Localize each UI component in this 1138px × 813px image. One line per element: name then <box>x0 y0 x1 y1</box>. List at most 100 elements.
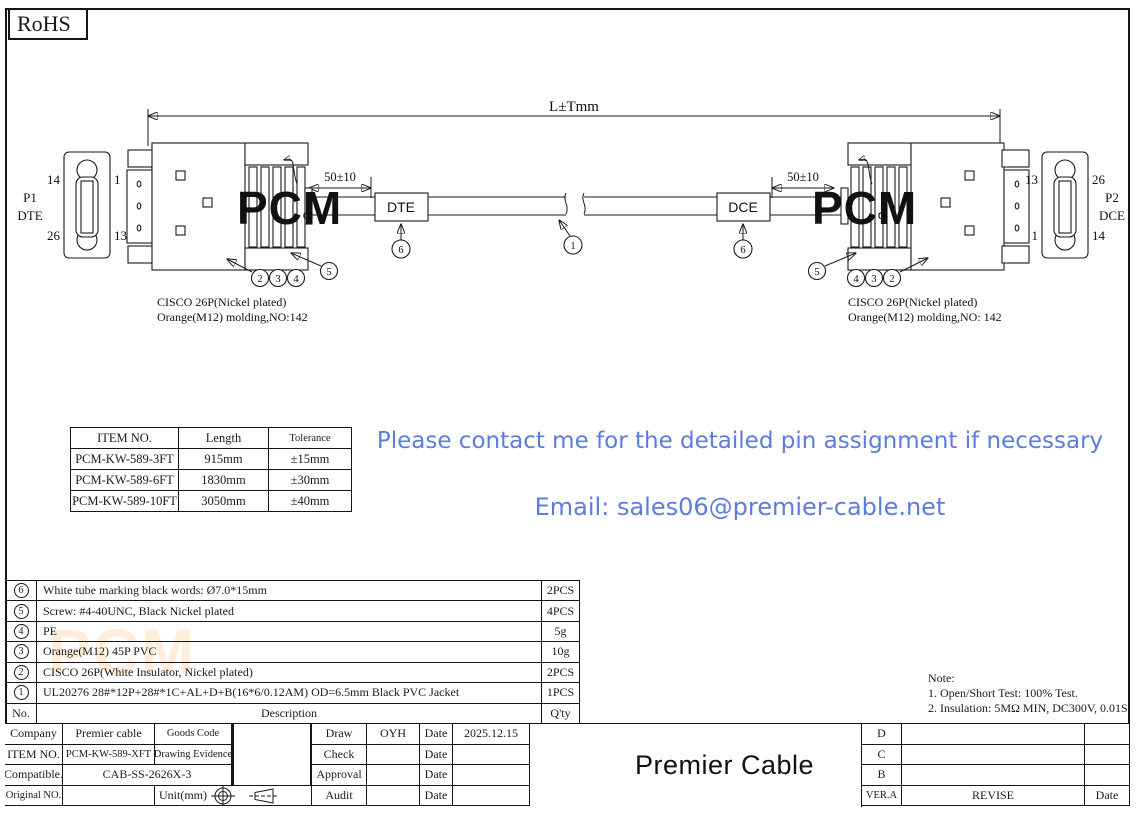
bom-footer-qty: Q'ty <box>542 703 580 724</box>
right-offset-dimension: 50±10 <box>771 170 834 198</box>
p1-pin-1: 1 <box>114 172 121 187</box>
draw-date-value: 2025.12.15 <box>453 724 530 745</box>
p2-connector: 13 26 1 14 P2 DCE <box>840 142 1125 271</box>
p1-type: DTE <box>17 208 42 223</box>
bom-description: Orange(M12) 45P PVC <box>37 642 542 663</box>
check-label: Check <box>312 744 367 766</box>
item-no-label: ITEM NO. <box>5 744 63 766</box>
col-header-length: Length <box>179 428 269 449</box>
date-label: Date <box>420 785 453 807</box>
pcm-logo-text-left: PCM <box>237 182 342 234</box>
length-cell: 1830mm <box>179 470 269 491</box>
p1-connector-note-2: Orange(M12) molding,NO:142 <box>157 310 308 324</box>
bom-no-badge: 1 <box>6 683 37 704</box>
bom-description: Screw: #4-40UNC, Black Nickel plated <box>37 601 542 622</box>
bom-qty: 5g <box>542 621 580 643</box>
p2-boot-bottom <box>847 247 912 271</box>
check-value <box>367 744 420 766</box>
company-label: Company <box>5 724 63 745</box>
col-header-item-no: ITEM NO. <box>71 428 179 449</box>
p1-boot-bottom <box>244 247 309 271</box>
p2-connector-note-2: Orange(M12) molding,NO: 142 <box>848 310 1002 324</box>
pcm-watermark: PCM <box>48 616 197 688</box>
date-label: Date <box>420 724 453 745</box>
pcm-logo-left: PCM 06 <box>237 159 342 234</box>
length-options-table: ITEM NO. Length Tolerance PCM-KW-589-3FT… <box>70 427 352 512</box>
bom-qty: 2PCS <box>542 581 580 602</box>
overall-length-dimension: L±Tmm <box>147 99 1001 146</box>
revision-row-date <box>1085 744 1130 766</box>
bom-description: White tube marking black words: Ø7.0*15m… <box>37 581 542 602</box>
contact-email: Email: sales06@premier-cable.net <box>534 493 946 521</box>
overall-length-text: L±Tmm <box>549 99 599 115</box>
callout-5-right: 5 <box>814 267 819 278</box>
revision-date-label: Date <box>1085 785 1130 807</box>
audit-date-value <box>453 785 530 807</box>
p2-pin-26: 26 <box>1092 172 1106 187</box>
revision-row-label: C <box>862 744 902 766</box>
bom-qty: 1PCS <box>542 683 580 704</box>
bom-description: CISCO 26P(White Insulator, Nickel plated… <box>37 662 542 684</box>
revision-row-label: B <box>862 765 902 786</box>
bom-no-badge: 3 <box>6 642 37 663</box>
pcm-logo-right: PCM 06 <box>812 159 916 234</box>
bom-qty: 2PCS <box>542 662 580 684</box>
bom-description: UL20276 28#*12P+28#*1C+AL+D+B(16*6/0.12A… <box>37 683 542 704</box>
audit-label: Audit <box>312 785 367 807</box>
item-no-value: PCM-KW-589-XFT <box>63 744 155 766</box>
p2-boot-top <box>847 142 912 166</box>
note-line-1: 1. Open/Short Test: 100% Test. <box>928 686 1078 700</box>
goods-code-value <box>232 724 312 786</box>
callout-6-left: 6 <box>398 245 403 256</box>
p2-molded-body <box>910 142 1005 271</box>
bom-footer-description: Description <box>37 703 542 724</box>
p2-pin-13: 13 <box>1025 172 1038 187</box>
dce-marker-tube: DCE 6 <box>716 192 771 259</box>
p1-pin-26: 26 <box>47 228 61 243</box>
p2-type: DCE <box>1099 208 1125 223</box>
p2-connector-note-1: CISCO 26P(Nickel plated) <box>848 295 977 309</box>
date-label: Date <box>420 744 453 766</box>
callout-1: 1 <box>570 241 575 252</box>
revision-ver: VER.A <box>862 785 902 807</box>
revision-row-date <box>1085 724 1130 745</box>
callout-4-right: 4 <box>853 274 859 285</box>
bom-qty: 10g <box>542 642 580 663</box>
test-notes: Note: 1. Open/Short Test: 100% Test. 2. … <box>928 671 1131 716</box>
revision-revise-label: REVISE <box>902 785 1085 807</box>
left-offset-text: 50±10 <box>324 170 356 184</box>
callout-5-left: 5 <box>326 267 331 278</box>
approval-label: Approval <box>312 765 367 786</box>
p1-connector-note-1: CISCO 26P(Nickel plated) <box>157 295 286 309</box>
pcm-logo-sub-left: 06 <box>303 211 313 221</box>
dte-label: DTE <box>387 199 415 215</box>
bom-no-badge: 4 <box>6 621 37 643</box>
dce-label: DCE <box>728 199 758 215</box>
item-no-cell: PCM-KW-589-3FT <box>71 449 179 470</box>
revision-row-label: D <box>862 724 902 745</box>
cable-drawing: L±Tmm 50±10 50±10 14 1 <box>17 99 1125 324</box>
callout-6-right: 6 <box>740 245 745 256</box>
original-no-value <box>63 785 155 807</box>
note-title: Note: <box>928 671 955 685</box>
contact-message: Please contact me for the detailed pin a… <box>376 428 1104 454</box>
p1-pin-13: 13 <box>114 228 127 243</box>
length-cell: 3050mm <box>179 491 269 512</box>
draw-value: OYH <box>367 724 420 745</box>
bom-footer-no: No. <box>6 703 37 724</box>
item-no-cell: PCM-KW-589-10FT <box>71 491 179 512</box>
approval-value <box>367 765 420 786</box>
title-block: Company Premier cable Goods Code Draw OY… <box>5 723 1130 807</box>
audit-value <box>367 785 420 807</box>
right-offset-text: 50±10 <box>787 170 819 184</box>
bom-table: 6 White tube marking black words: Ø7.0*1… <box>5 580 580 724</box>
left-offset-dimension: 50±10 <box>309 170 372 198</box>
p1-pin-14: 14 <box>47 172 61 187</box>
item-no-cell: PCM-KW-589-6FT <box>71 470 179 491</box>
revision-row-desc <box>902 724 1085 745</box>
p1-knurl-screw-bottom <box>127 245 156 264</box>
length-cell: 915mm <box>179 449 269 470</box>
rohs-label: RoHS <box>8 8 88 40</box>
revision-table: D C B VER.A REVISE Date <box>862 724 1130 807</box>
title-block-info: Company Premier cable Goods Code Draw OY… <box>5 724 530 807</box>
